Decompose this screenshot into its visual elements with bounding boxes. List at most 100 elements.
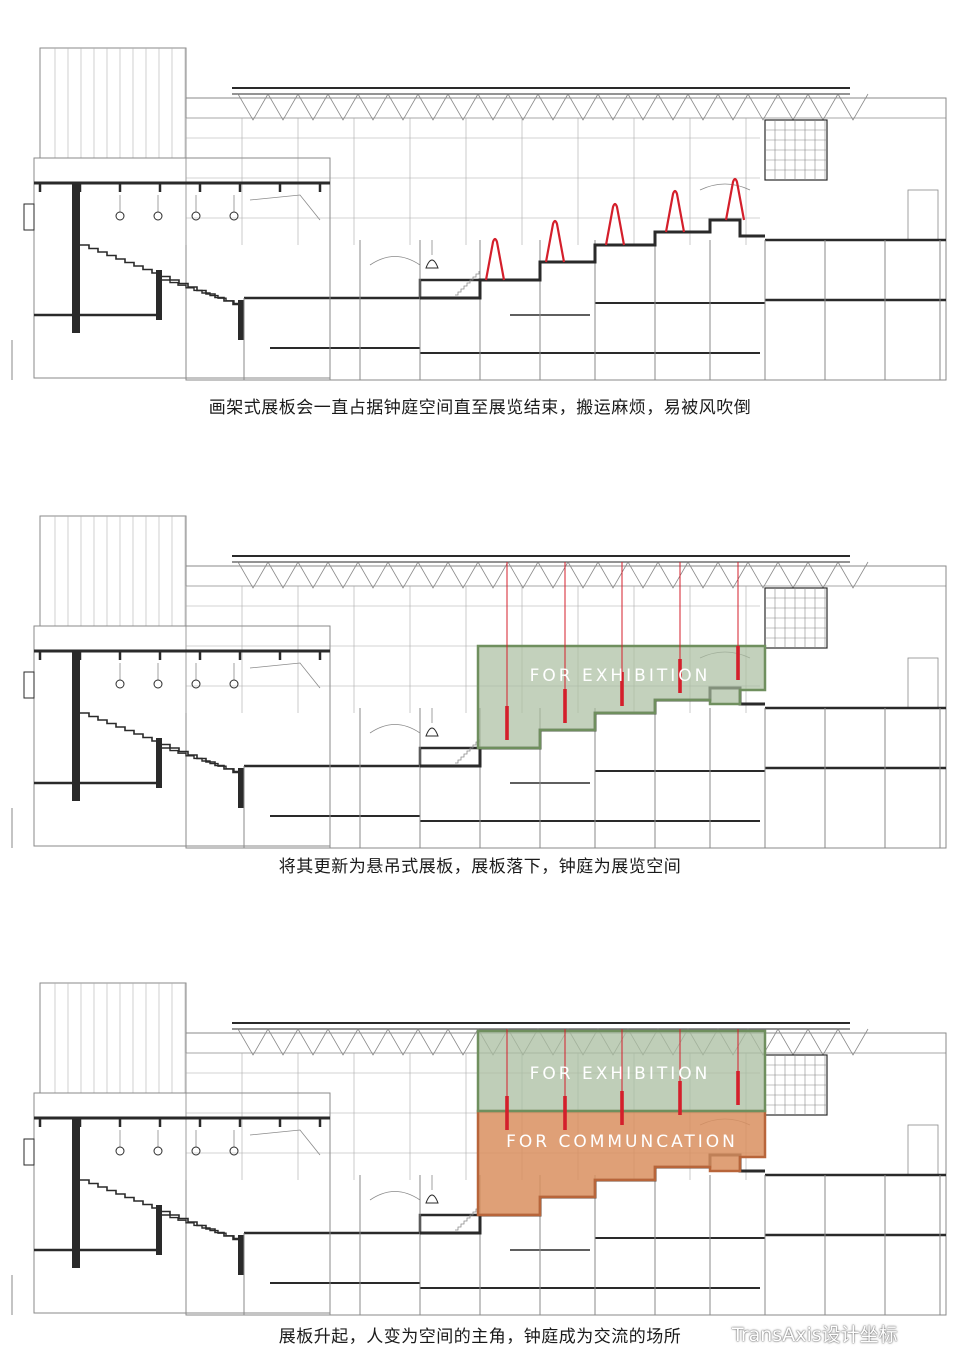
arch-line	[369, 1191, 421, 1201]
lamp-icon	[229, 1146, 239, 1156]
truss-web	[747, 561, 779, 589]
raked-seating	[162, 747, 243, 774]
caption-1: 画架式展板会一直占据钟庭空间直至展览结束，搬运麻烦，易被风吹倒	[208, 398, 752, 418]
truss-web	[747, 93, 779, 121]
truss-web	[267, 1028, 299, 1056]
truss-web	[837, 93, 869, 121]
truss-web	[237, 1028, 269, 1056]
truss-web	[387, 561, 419, 589]
balcony-rail	[249, 1129, 321, 1156]
raked-seating	[162, 1214, 243, 1241]
floor-slab	[244, 278, 480, 300]
truss-web	[297, 93, 329, 121]
truss-web	[327, 1028, 359, 1056]
truss-web	[297, 1028, 329, 1056]
lamp-icon	[115, 1146, 125, 1156]
truss-web	[237, 93, 269, 121]
lamp-icon	[115, 679, 125, 689]
door-block	[23, 203, 35, 231]
hanging-panel	[678, 659, 682, 693]
section-drawing-2: FOR EXHIBITION	[0, 508, 960, 858]
truss-web	[267, 93, 299, 121]
truss-web	[477, 561, 509, 589]
building-section-svg	[11, 47, 947, 381]
tower-block	[39, 515, 187, 627]
auditorium-wall	[72, 183, 80, 333]
truss-web	[627, 93, 659, 121]
truss-web	[537, 93, 569, 121]
watermark-text: TransAxis设计坐标	[732, 1323, 898, 1346]
truss-web	[717, 561, 749, 589]
truss-web	[507, 93, 539, 121]
auditorium-pier	[238, 1235, 244, 1275]
communication-zone	[476, 1109, 767, 1217]
bell-icon	[425, 727, 439, 737]
easel-panel	[604, 202, 626, 246]
truss-web	[387, 93, 419, 121]
bell-icon	[425, 1194, 439, 1204]
raked-seating	[80, 244, 243, 308]
lamp-icon	[191, 1146, 201, 1156]
watermark: TransAxis设计坐标	[700, 1318, 898, 1348]
lamp-icon	[191, 211, 201, 221]
auditorium-wall	[72, 1118, 80, 1268]
door-block	[23, 1138, 35, 1166]
section-drawing-3: FOR EXHIBITION FOR COMMUNCATION	[0, 975, 960, 1325]
truss-web	[507, 561, 539, 589]
truss-web	[657, 561, 689, 589]
right-window	[907, 1124, 939, 1176]
raked-seating	[80, 712, 243, 776]
truss-web	[297, 561, 329, 589]
floor-slab	[244, 1213, 480, 1235]
hanging-panel	[505, 706, 509, 740]
truss-web	[477, 93, 509, 121]
truss-web	[447, 1028, 479, 1056]
truss-web	[687, 561, 719, 589]
bell-court-stepped-floor	[420, 218, 765, 300]
lamp-icon	[191, 679, 201, 689]
truss-web	[267, 561, 299, 589]
truss-web	[837, 1028, 869, 1056]
small-stair	[455, 739, 480, 764]
balcony-rail	[249, 194, 321, 221]
easel-panel	[544, 219, 566, 263]
auditorium-pier	[238, 300, 244, 340]
floor-slab	[244, 746, 480, 768]
arch-line	[699, 183, 751, 191]
wechat-icon	[700, 1322, 726, 1342]
truss-web	[327, 561, 359, 589]
truss-web	[657, 93, 689, 121]
auditorium-pier	[156, 738, 162, 788]
raked-seating	[162, 279, 243, 306]
right-window	[907, 189, 939, 241]
auditorium-pier	[238, 768, 244, 808]
bell-icon	[425, 259, 439, 269]
truss-web	[417, 1028, 449, 1056]
balcony-rail	[249, 662, 321, 689]
lamp-icon	[115, 211, 125, 221]
lamp-icon	[153, 1146, 163, 1156]
lamp-icon	[229, 679, 239, 689]
auditorium-pier	[156, 1205, 162, 1255]
building-section-svg: FOR EXHIBITION FOR COMMUNCATION	[11, 982, 947, 1316]
overlay-label: FOR EXHIBITION	[530, 1064, 711, 1084]
truss-web	[357, 561, 389, 589]
truss-web	[417, 93, 449, 121]
truss-web	[537, 561, 569, 589]
overlay-label: FOR EXHIBITION	[530, 666, 711, 686]
truss-web	[567, 93, 599, 121]
auditorium-pier	[156, 270, 162, 320]
tower-block	[39, 47, 187, 159]
door-block	[23, 671, 35, 699]
easel-panel	[724, 177, 746, 221]
truss-web	[387, 1028, 419, 1056]
building-section-svg: FOR EXHIBITION	[11, 515, 947, 849]
small-stair	[455, 271, 480, 296]
lamp-icon	[153, 679, 163, 689]
truss-web	[717, 93, 749, 121]
arch-line	[369, 256, 421, 266]
truss-web	[837, 561, 869, 589]
truss-web	[357, 93, 389, 121]
easel-panel	[484, 237, 506, 281]
overlay-label: FOR COMMUNCATION	[506, 1132, 738, 1152]
